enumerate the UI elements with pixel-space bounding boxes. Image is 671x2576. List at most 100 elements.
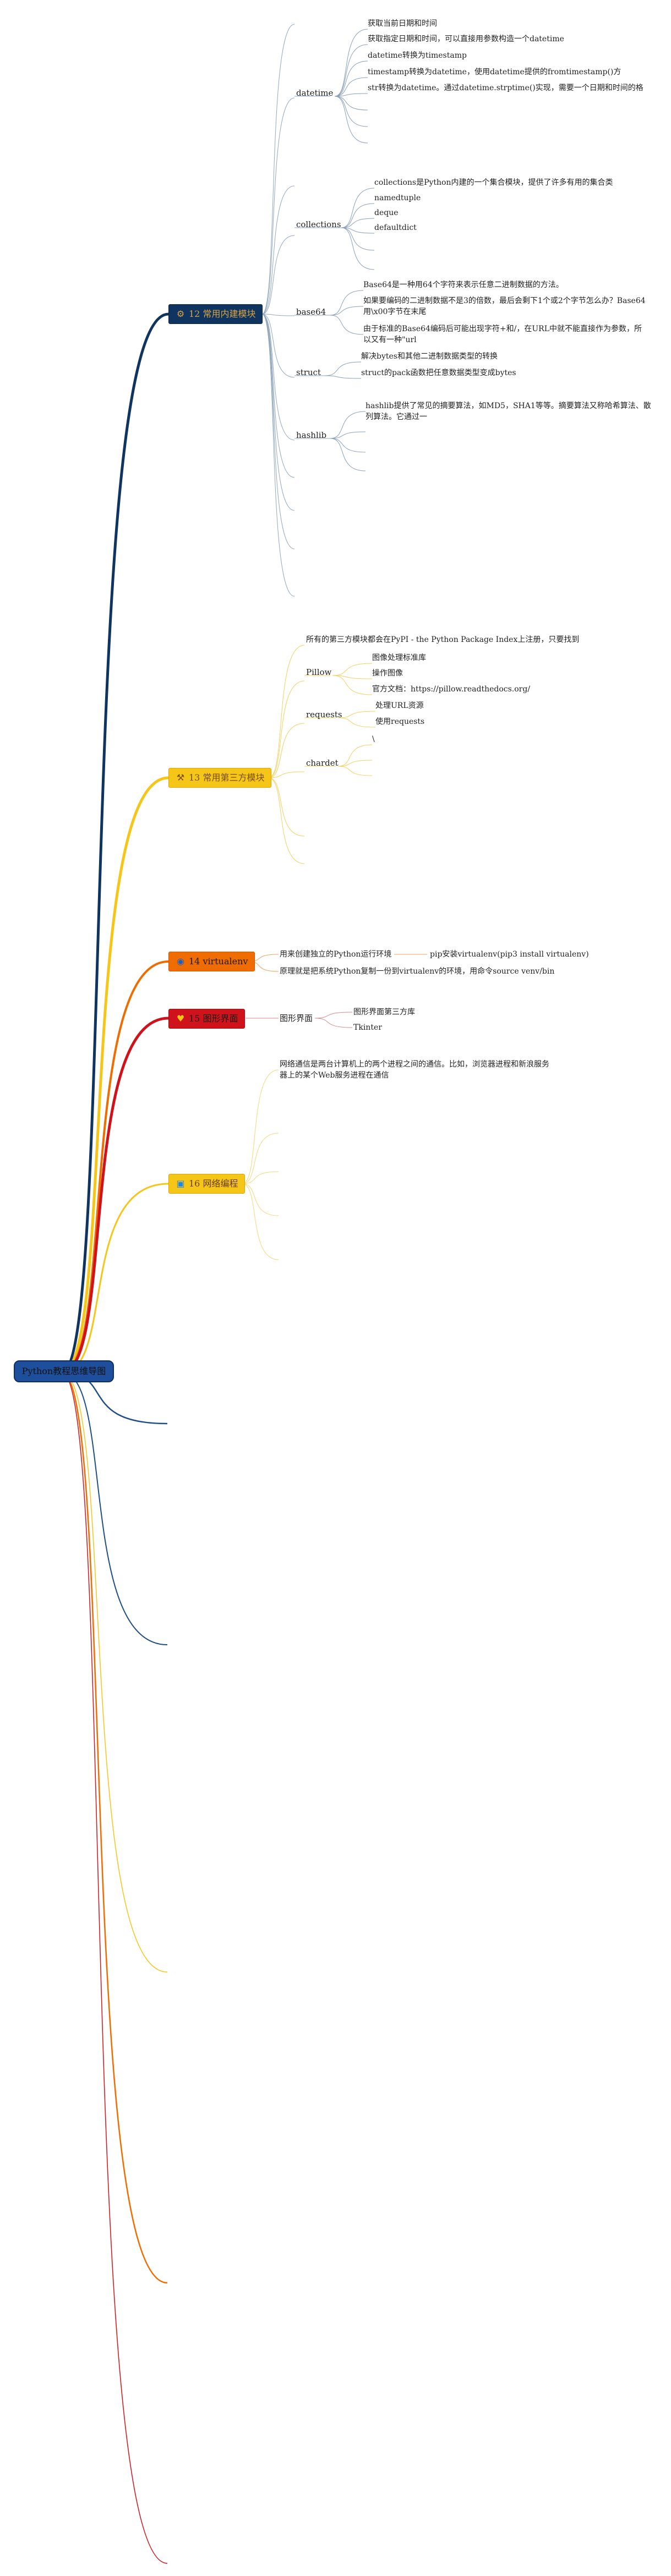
datetime-label[interactable]: datetime: [296, 88, 334, 98]
virtualenv-item-1[interactable]: 用来创建独立的Python运行环境: [280, 950, 392, 959]
globe-icon: ◉: [177, 956, 184, 966]
photo-icon: ▣: [176, 1178, 185, 1189]
gui-item-1[interactable]: 图形界面第三方库: [353, 1008, 415, 1017]
connector-27: [334, 29, 368, 97]
requests-item-2[interactable]: 使用requests: [375, 717, 425, 726]
pillow-item-3[interactable]: 官方文档：https://pillow.readthedocs.org/: [372, 685, 531, 694]
datetime-item-3[interactable]: datetime转换为timestamp: [368, 51, 467, 60]
hashlib-item-1a[interactable]: hashlib提供了常见的摘要算法，如MD5，SHA1等等。摘要算法又称哈希算法…: [365, 402, 651, 410]
connector-28: [334, 44, 368, 97]
datetime-item-2[interactable]: 获取指定日期和时间，可以直接用参数构造一个datetime: [368, 35, 564, 43]
connector-73: [242, 1069, 279, 1184]
hammer-icon: ⚒: [176, 772, 185, 783]
base64-item-3b[interactable]: 以又有一种"url: [363, 336, 417, 344]
collections-label[interactable]: collections: [296, 219, 341, 229]
struct-item-1[interactable]: 解决bytes和其他二进制数据类型的转换: [361, 352, 498, 361]
datetime-item-4[interactable]: timestamp转换为datetime，使用datetime提供的fromti…: [368, 68, 621, 76]
branch-14-node[interactable]: ◉ 14 virtualenv: [168, 952, 255, 971]
connector-64: [337, 744, 373, 767]
struct-label[interactable]: struct: [296, 367, 321, 377]
connector-72: [314, 1018, 353, 1028]
branch-16-node[interactable]: ▣ 16 网络编程: [168, 1174, 246, 1194]
connector-43: [330, 315, 364, 335]
connector-14: [261, 235, 295, 315]
connector-42: [330, 306, 364, 316]
collections-item-1[interactable]: collections是Python内建的一个集合模块，提供了许多有用的集合类: [374, 178, 613, 187]
connector-7: [61, 1372, 168, 1645]
connector-48: [330, 438, 366, 453]
struct-item-2[interactable]: struct的pack函数把任意数据类型变成bytes: [361, 369, 516, 377]
connector-35: [341, 188, 375, 228]
connector-30: [334, 77, 368, 97]
connector-1: [61, 312, 169, 1374]
connector-41: [330, 290, 364, 316]
datetime-item-5[interactable]: str转换为datetime。通过datetime.strptime()实现，需…: [368, 84, 643, 92]
connector-76: [242, 1183, 279, 1216]
connector-34: [334, 96, 368, 144]
connector-38: [341, 227, 375, 234]
network-desc-1[interactable]: 网络通信是两台计算机上的两个进程之间的通信。比如，浏览器进程和新浪服务: [280, 1060, 549, 1069]
connector-20: [261, 314, 295, 550]
connector-36: [341, 203, 375, 228]
chardet-label[interactable]: chardet: [306, 758, 339, 768]
base64-item-1[interactable]: Base64是一种用64个字符来表示任意二进制数据的方法。: [363, 281, 564, 289]
branch-12-label: 12 常用内建模块: [189, 309, 256, 319]
connector-45: [324, 375, 362, 379]
pillow-item-1[interactable]: 图像处理标准库: [372, 653, 426, 662]
connector-61: [332, 675, 373, 695]
connector-74: [242, 1133, 279, 1184]
connector-11: [261, 24, 295, 315]
pillow-label[interactable]: Pillow: [306, 667, 332, 677]
connector-71: [314, 1012, 353, 1019]
base64-label[interactable]: base64: [296, 307, 326, 317]
network-desc-2[interactable]: 器上的某个Web服务进程在通信: [280, 1071, 389, 1080]
collections-item-2[interactable]: namedtuple: [374, 194, 421, 202]
connector-44: [324, 361, 362, 376]
connector-17: [261, 314, 295, 441]
connector-37: [341, 218, 375, 228]
requests-item-1[interactable]: 处理URL资源: [375, 701, 424, 710]
virtualenv-sub-item[interactable]: pip安装virtualenv(pip3 install virtualenv): [430, 950, 589, 959]
connector-53: [268, 771, 305, 778]
base64-item-2b[interactable]: 用\x00字节在末尾: [363, 307, 427, 316]
hashlib-item-1b[interactable]: 列算法。它通过一: [365, 413, 427, 421]
branch-15-node[interactable]: ♥15 图形界面: [168, 1009, 246, 1029]
connector-46: [330, 411, 366, 439]
connector-13: [261, 185, 295, 315]
base64-item-2a[interactable]: 如果要编码的二进制数据不是3的倍数，最后会剩下1个或2个字节怎么办？Base64: [363, 296, 646, 305]
collections-item-4[interactable]: defaultdict: [374, 223, 417, 232]
connector-40: [341, 227, 375, 270]
connector-51: [268, 680, 305, 778]
heart-icon: ♥: [176, 1013, 185, 1024]
collections-item-3[interactable]: deque: [374, 208, 399, 217]
connector-32: [334, 96, 368, 111]
thirdparty-intro[interactable]: 所有的第三方模块都会在PyPI - the Python Package Ind…: [306, 635, 580, 644]
hashlib-label[interactable]: hashlib: [296, 430, 327, 440]
connector-21: [261, 314, 295, 597]
connector-2: [61, 776, 169, 1374]
chardet-item-1[interactable]: \: [372, 735, 375, 744]
branch-13-node[interactable]: ⚒13 常用第三方模块: [168, 768, 272, 788]
pillow-item-2[interactable]: 操作图像: [372, 669, 403, 678]
connector-52: [268, 723, 305, 778]
connector-50: [268, 645, 305, 778]
branch-16-label: 16 网络编程: [189, 1178, 238, 1189]
datetime-item-1[interactable]: 获取当前日期和时间: [368, 19, 437, 28]
gear-icon: ⚙: [176, 309, 185, 319]
gui-label[interactable]: 图形界面: [280, 1013, 313, 1023]
connector-65: [337, 760, 373, 767]
base64-item-3a[interactable]: 由于标准的Base64编码后可能出现字符+和/，在URL中就不能直接作为参数，所: [363, 325, 642, 333]
gui-item-2[interactable]: Tkinter: [353, 1023, 382, 1032]
connector-63: [337, 717, 376, 728]
branch-12-node[interactable]: ⚙ 12 常用内建模块: [168, 304, 263, 324]
root-node[interactable]: Python教程思维导图: [14, 1360, 114, 1382]
requests-label[interactable]: requests: [306, 710, 342, 719]
virtualenv-item-2[interactable]: 原理就是把系统Python复制一份到virtualenv的环境，用命令sourc…: [280, 967, 555, 976]
connector-8: [61, 1372, 168, 1973]
connector-49: [330, 438, 366, 471]
connector-47: [330, 431, 366, 439]
connector-39: [341, 227, 375, 251]
connector-16: [261, 314, 295, 378]
branch-14-label: 14 virtualenv: [189, 956, 248, 966]
